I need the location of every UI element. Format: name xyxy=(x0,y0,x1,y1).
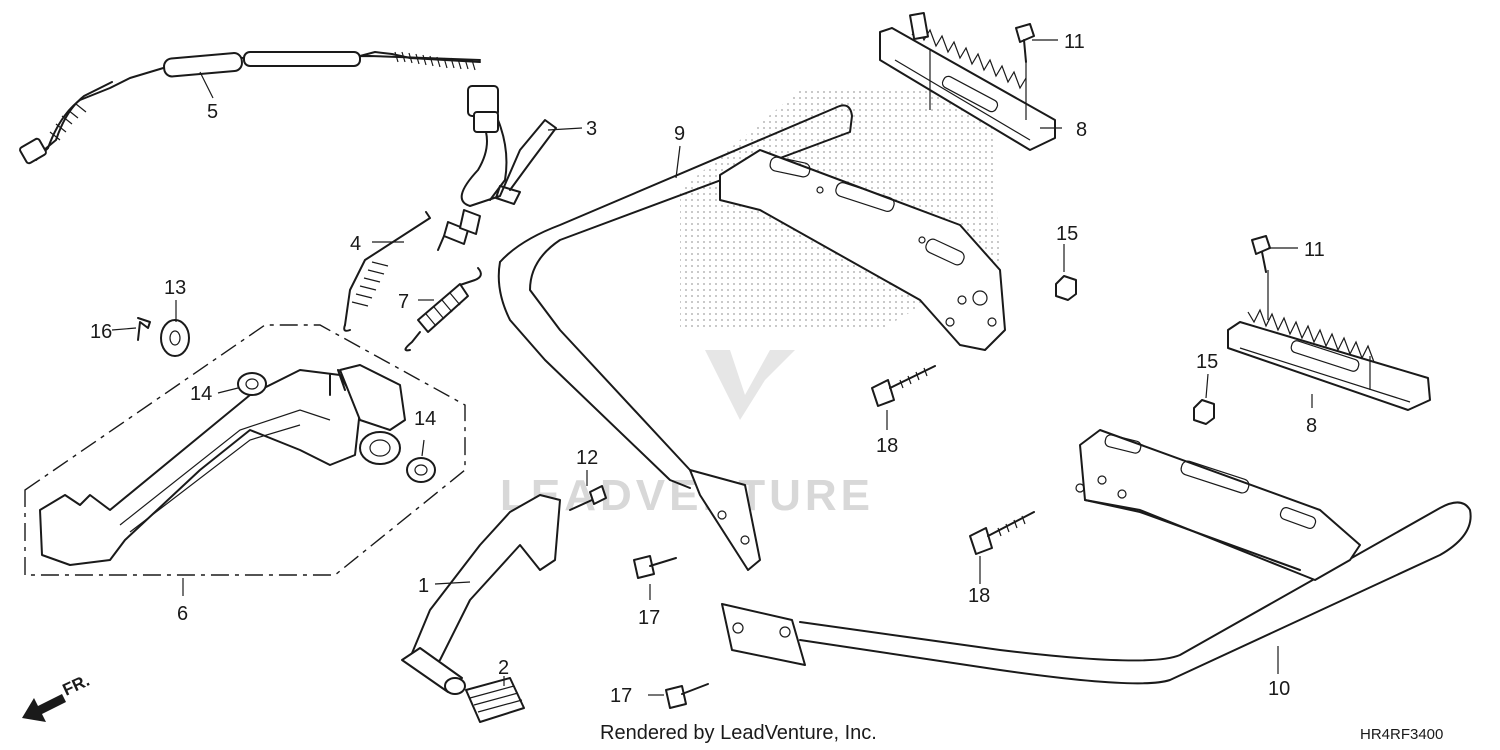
nut-15-lower[interactable] xyxy=(1193,399,1215,425)
bushing-14a[interactable] xyxy=(237,372,267,396)
callout-5: 5 xyxy=(207,101,218,123)
diagram-code: HR4RF3400 xyxy=(1360,726,1443,743)
callout-17-lower: 17 xyxy=(610,685,632,707)
footrest-bar-left[interactable] xyxy=(721,429,1472,685)
bolt-11-lower[interactable] xyxy=(1251,235,1271,273)
nut-15-upper[interactable] xyxy=(1055,275,1077,301)
pedal-rubber[interactable] xyxy=(465,677,525,723)
bushing-14b[interactable] xyxy=(406,457,436,483)
footpeg-upper[interactable] xyxy=(879,11,1056,151)
brake-cable[interactable] xyxy=(19,51,481,165)
callout-18-lower: 18 xyxy=(968,585,990,607)
leader-lines xyxy=(111,39,1371,696)
callout-7: 7 xyxy=(398,291,409,313)
cotter-pin[interactable] xyxy=(137,317,151,341)
brake-pedal-arm[interactable] xyxy=(39,364,406,566)
front-direction-arrow-icon: FR. xyxy=(22,671,93,722)
callout-14-left: 14 xyxy=(190,383,212,405)
callout-9: 9 xyxy=(674,123,685,145)
bolt-18-upper[interactable] xyxy=(871,365,936,407)
watermark-logo: LEADVENTURE xyxy=(500,350,874,520)
footer-credit: Rendered by LeadVenture, Inc. xyxy=(600,722,877,744)
callout-16: 16 xyxy=(90,321,112,343)
footpeg-lower[interactable] xyxy=(1227,308,1431,411)
callout-17-upper: 17 xyxy=(638,607,660,629)
brake-pedal-lever[interactable] xyxy=(401,494,561,695)
callout-11-upper: 11 xyxy=(1064,31,1085,53)
callout-15-lower: 15 xyxy=(1196,351,1218,373)
front-direction-label: FR. xyxy=(60,671,93,700)
callout-11-lower: 11 xyxy=(1304,239,1325,261)
callout-15-upper: 15 xyxy=(1056,223,1078,245)
callout-4: 4 xyxy=(350,233,361,255)
callout-6: 6 xyxy=(177,603,188,625)
watermark-text: LEADVENTURE xyxy=(500,471,874,520)
brake-spring-4[interactable] xyxy=(343,211,431,332)
bolt-11-upper[interactable] xyxy=(1015,23,1035,63)
footrest-bar-right[interactable] xyxy=(497,104,1006,571)
callout-1: 1 xyxy=(418,575,429,597)
bolt-17-lower[interactable] xyxy=(665,683,709,709)
callout-18-upper: 18 xyxy=(876,435,898,457)
bolt-18-lower[interactable] xyxy=(969,511,1035,555)
brake-pedal-assembly-frame xyxy=(24,324,466,576)
callout-3: 3 xyxy=(586,118,597,140)
callout-2: 2 xyxy=(498,657,509,679)
washer-13[interactable] xyxy=(160,319,190,357)
callout-12: 12 xyxy=(576,447,598,469)
brake-spring-7[interactable] xyxy=(404,267,482,352)
callout-10: 10 xyxy=(1268,678,1290,700)
bolt-17-upper[interactable] xyxy=(633,555,677,579)
brake-switch[interactable] xyxy=(437,85,557,251)
bolt-12[interactable] xyxy=(569,485,607,511)
callout-8-upper: 8 xyxy=(1076,119,1087,141)
callout-8-lower: 8 xyxy=(1306,415,1317,437)
pedal-boss xyxy=(359,431,401,465)
callout-14-right: 14 xyxy=(414,408,436,430)
callout-13: 13 xyxy=(164,277,186,299)
